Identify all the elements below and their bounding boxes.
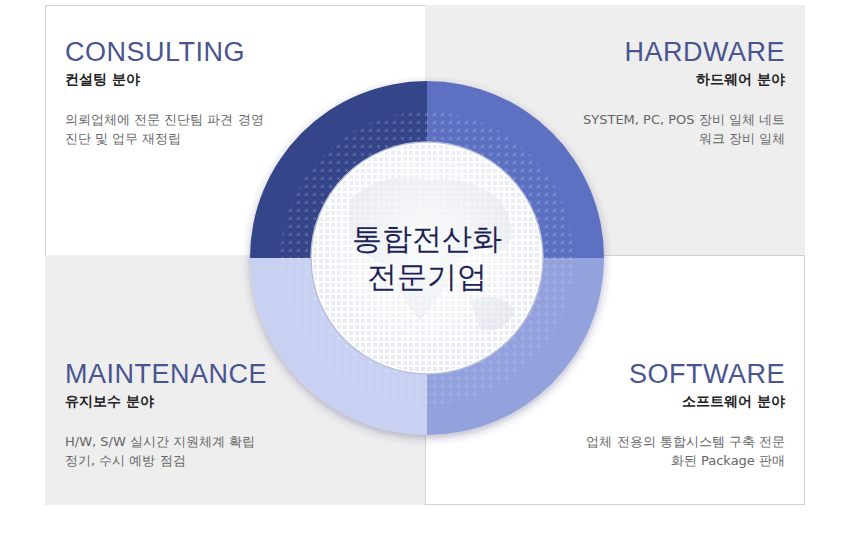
quadrant-box: MAINTENANCE 유지보수 분야 H/W, S/W 실시간 지원체계 확립 정…: [65, 358, 365, 470]
quadrant-box: CONSULTING 컨설팅 분야의뢰업체에 전문 진단팀 파견 경영진단 및 업…: [65, 36, 365, 148]
ring: [250, 81, 604, 435]
section-subheading: 하드웨어 분야: [485, 70, 785, 88]
section-description: H/W, S/W 실시간 지원체계 확립 정기, 수시 예방 점검: [65, 432, 270, 470]
section-subheading: 컨설팅 분야: [65, 70, 365, 88]
center-circle: 통합전산화 전문기업: [311, 142, 543, 374]
quadrant-box: HARDWARE 하드웨어 분야 SYSTEM, PC, POS 장비 일체 네트워…: [485, 36, 785, 148]
inner-edge: [311, 142, 543, 374]
section-heading: MAINTENANCE: [65, 358, 365, 390]
inner-glow: [313, 144, 541, 372]
section-heading: SOFTWARE: [485, 358, 785, 390]
section-description: 업체 전용의 통합시스템 구축 전문화된 Package 판매: [580, 432, 785, 470]
section-description: 의뢰업체에 전문 진단팀 파견 경영진단 및 업무 재정립: [65, 110, 270, 148]
section-subheading: 소프트웨어 분야: [485, 392, 785, 410]
section-description: SYSTEM, PC, POS 장비 일체 네트워크 장비 일체: [580, 110, 785, 148]
section-heading: CONSULTING: [65, 36, 365, 68]
map-grid: [313, 144, 541, 372]
section-heading: HARDWARE: [485, 36, 785, 68]
inner-disc: [311, 142, 543, 374]
center-title: 통합전산화 전문기업: [340, 220, 515, 296]
section-subheading: 유지보수 분야: [65, 392, 365, 410]
quadrant-box: SOFTWARE 소프트웨어 분야업체 전용의 통합시스템 구축 전문화된 Pac…: [485, 358, 785, 470]
ring-texture: [281, 112, 574, 405]
